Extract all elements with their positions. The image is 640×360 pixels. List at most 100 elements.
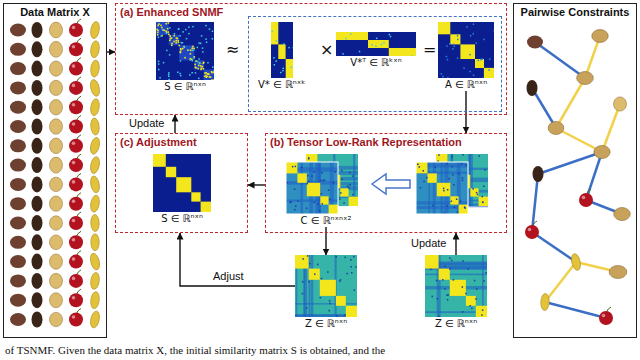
- matrix-cell: [158, 23, 160, 25]
- matrix-cell: [336, 32, 416, 56]
- matrix-cell: [351, 272, 353, 274]
- matrix-cell: [166, 32, 168, 34]
- matrix-cell: [188, 26, 190, 28]
- fruit-image: [10, 101, 26, 114]
- fruit-image: [10, 313, 26, 326]
- fruit-image: [32, 80, 43, 96]
- matrix-cell: [189, 74, 191, 76]
- matrix-cell: [476, 42, 478, 44]
- matrix-cell: [453, 184, 455, 186]
- matrix-cell: [275, 60, 277, 62]
- tensor-slice: [416, 162, 468, 214]
- fruit-image: [50, 22, 63, 38]
- fruit-image: [89, 156, 101, 174]
- matrix-cell: [167, 28, 169, 30]
- matrix-node: A ∈ ℝⁿˣⁿ: [438, 22, 494, 91]
- matrix-cell: [193, 49, 195, 51]
- module-box: (b) Tensor Low-Rank RepresentationC ∈ ℝⁿ…: [265, 133, 507, 233]
- operator-symbol: ×: [320, 40, 333, 59]
- matrix-cell: [308, 181, 310, 183]
- matrix-label: A ∈ ℝⁿˣⁿ: [445, 79, 487, 91]
- constraint-line: [586, 152, 602, 200]
- fruit-image: [72, 199, 76, 203]
- matrix-cell: [169, 27, 171, 29]
- fruit-image: [10, 159, 26, 172]
- matrix-cell: [436, 280, 438, 282]
- matrix-cell: [182, 31, 184, 32]
- matrix-cell: [180, 48, 182, 50]
- fruit-image: [69, 255, 83, 269]
- matrix-cell: [187, 49, 189, 51]
- matrix-cell: [327, 271, 329, 273]
- tensor-slice: [286, 162, 338, 214]
- matrix-cell: [488, 69, 490, 71]
- matrix-cell: [462, 311, 464, 313]
- matrix-cell: [202, 51, 204, 53]
- matrix-cell: [475, 59, 484, 68]
- matrix-cell: [302, 293, 304, 295]
- matrix-holder: [295, 255, 357, 317]
- fruit-image: [72, 257, 76, 261]
- fruit-image: [69, 216, 83, 230]
- matrix-cell: [179, 35, 181, 37]
- hollow-arrow: [370, 172, 412, 196]
- matrix-cell: [294, 209, 296, 211]
- matrix-cell: [478, 60, 480, 62]
- matrix-cell: [321, 193, 323, 195]
- matrix-cell: [200, 43, 202, 45]
- fruit-image: [32, 138, 43, 154]
- fruit-image: [69, 293, 83, 307]
- matrix-cell: [349, 197, 358, 206]
- fruit-image: [570, 253, 582, 271]
- matrix-cell: [204, 70, 214, 80]
- matrix-cell: [309, 263, 311, 265]
- matrix-cell: [168, 79, 170, 80]
- matrix-cell: [188, 33, 190, 35]
- matrix-cell: [482, 78, 484, 79]
- flow-arrow: [107, 51, 115, 52]
- matrix-cell: [420, 187, 422, 189]
- matrix-cell: [335, 256, 337, 258]
- matrix-cell: [439, 269, 450, 280]
- matrix-cell: [278, 44, 285, 59]
- matrix-cell: [341, 179, 343, 181]
- flow-arrow: [180, 233, 295, 286]
- flow-arrow: [248, 184, 265, 185]
- fruit-image: [579, 193, 593, 207]
- fruit-image: [32, 273, 43, 289]
- matrix-cell: [180, 49, 182, 51]
- matrix-cell: [192, 60, 194, 62]
- matrix-cell: [428, 317, 430, 318]
- matrix-cell: [343, 317, 345, 318]
- matrix-cell: [198, 42, 200, 44]
- fruit-image: [69, 274, 83, 288]
- matrix-cell: [464, 207, 466, 209]
- constraint-line: [535, 42, 585, 78]
- image-panel: Pairwise Constraints: [513, 3, 637, 338]
- matrix-cell: [469, 54, 471, 56]
- fruit-image: [10, 43, 26, 56]
- matrix-cell: [437, 183, 451, 197]
- fruit-image: [89, 21, 100, 39]
- fruit-image: [10, 217, 26, 230]
- matrix-cell: [464, 207, 466, 209]
- matrix-cell: [479, 155, 481, 157]
- fruit-image: [89, 79, 101, 97]
- matrix-cell: [208, 74, 210, 76]
- matrix-cell: [446, 163, 448, 165]
- matrix-cell: [306, 208, 308, 210]
- matrix-cell: [457, 39, 459, 41]
- slice-frame: [416, 162, 468, 214]
- matrix-cell: [438, 315, 440, 317]
- matrix-cell: [165, 23, 167, 25]
- matrix-cell: [354, 289, 356, 291]
- fruit-image: [577, 72, 594, 85]
- matrix-cell: [211, 79, 213, 80]
- matrix-cell: [200, 69, 202, 71]
- matrix-cell: [375, 46, 377, 48]
- matrix-cell: [443, 188, 445, 190]
- fruit-image: [10, 294, 26, 307]
- matrix-cell: [168, 22, 170, 24]
- matrix-cell: [435, 167, 437, 169]
